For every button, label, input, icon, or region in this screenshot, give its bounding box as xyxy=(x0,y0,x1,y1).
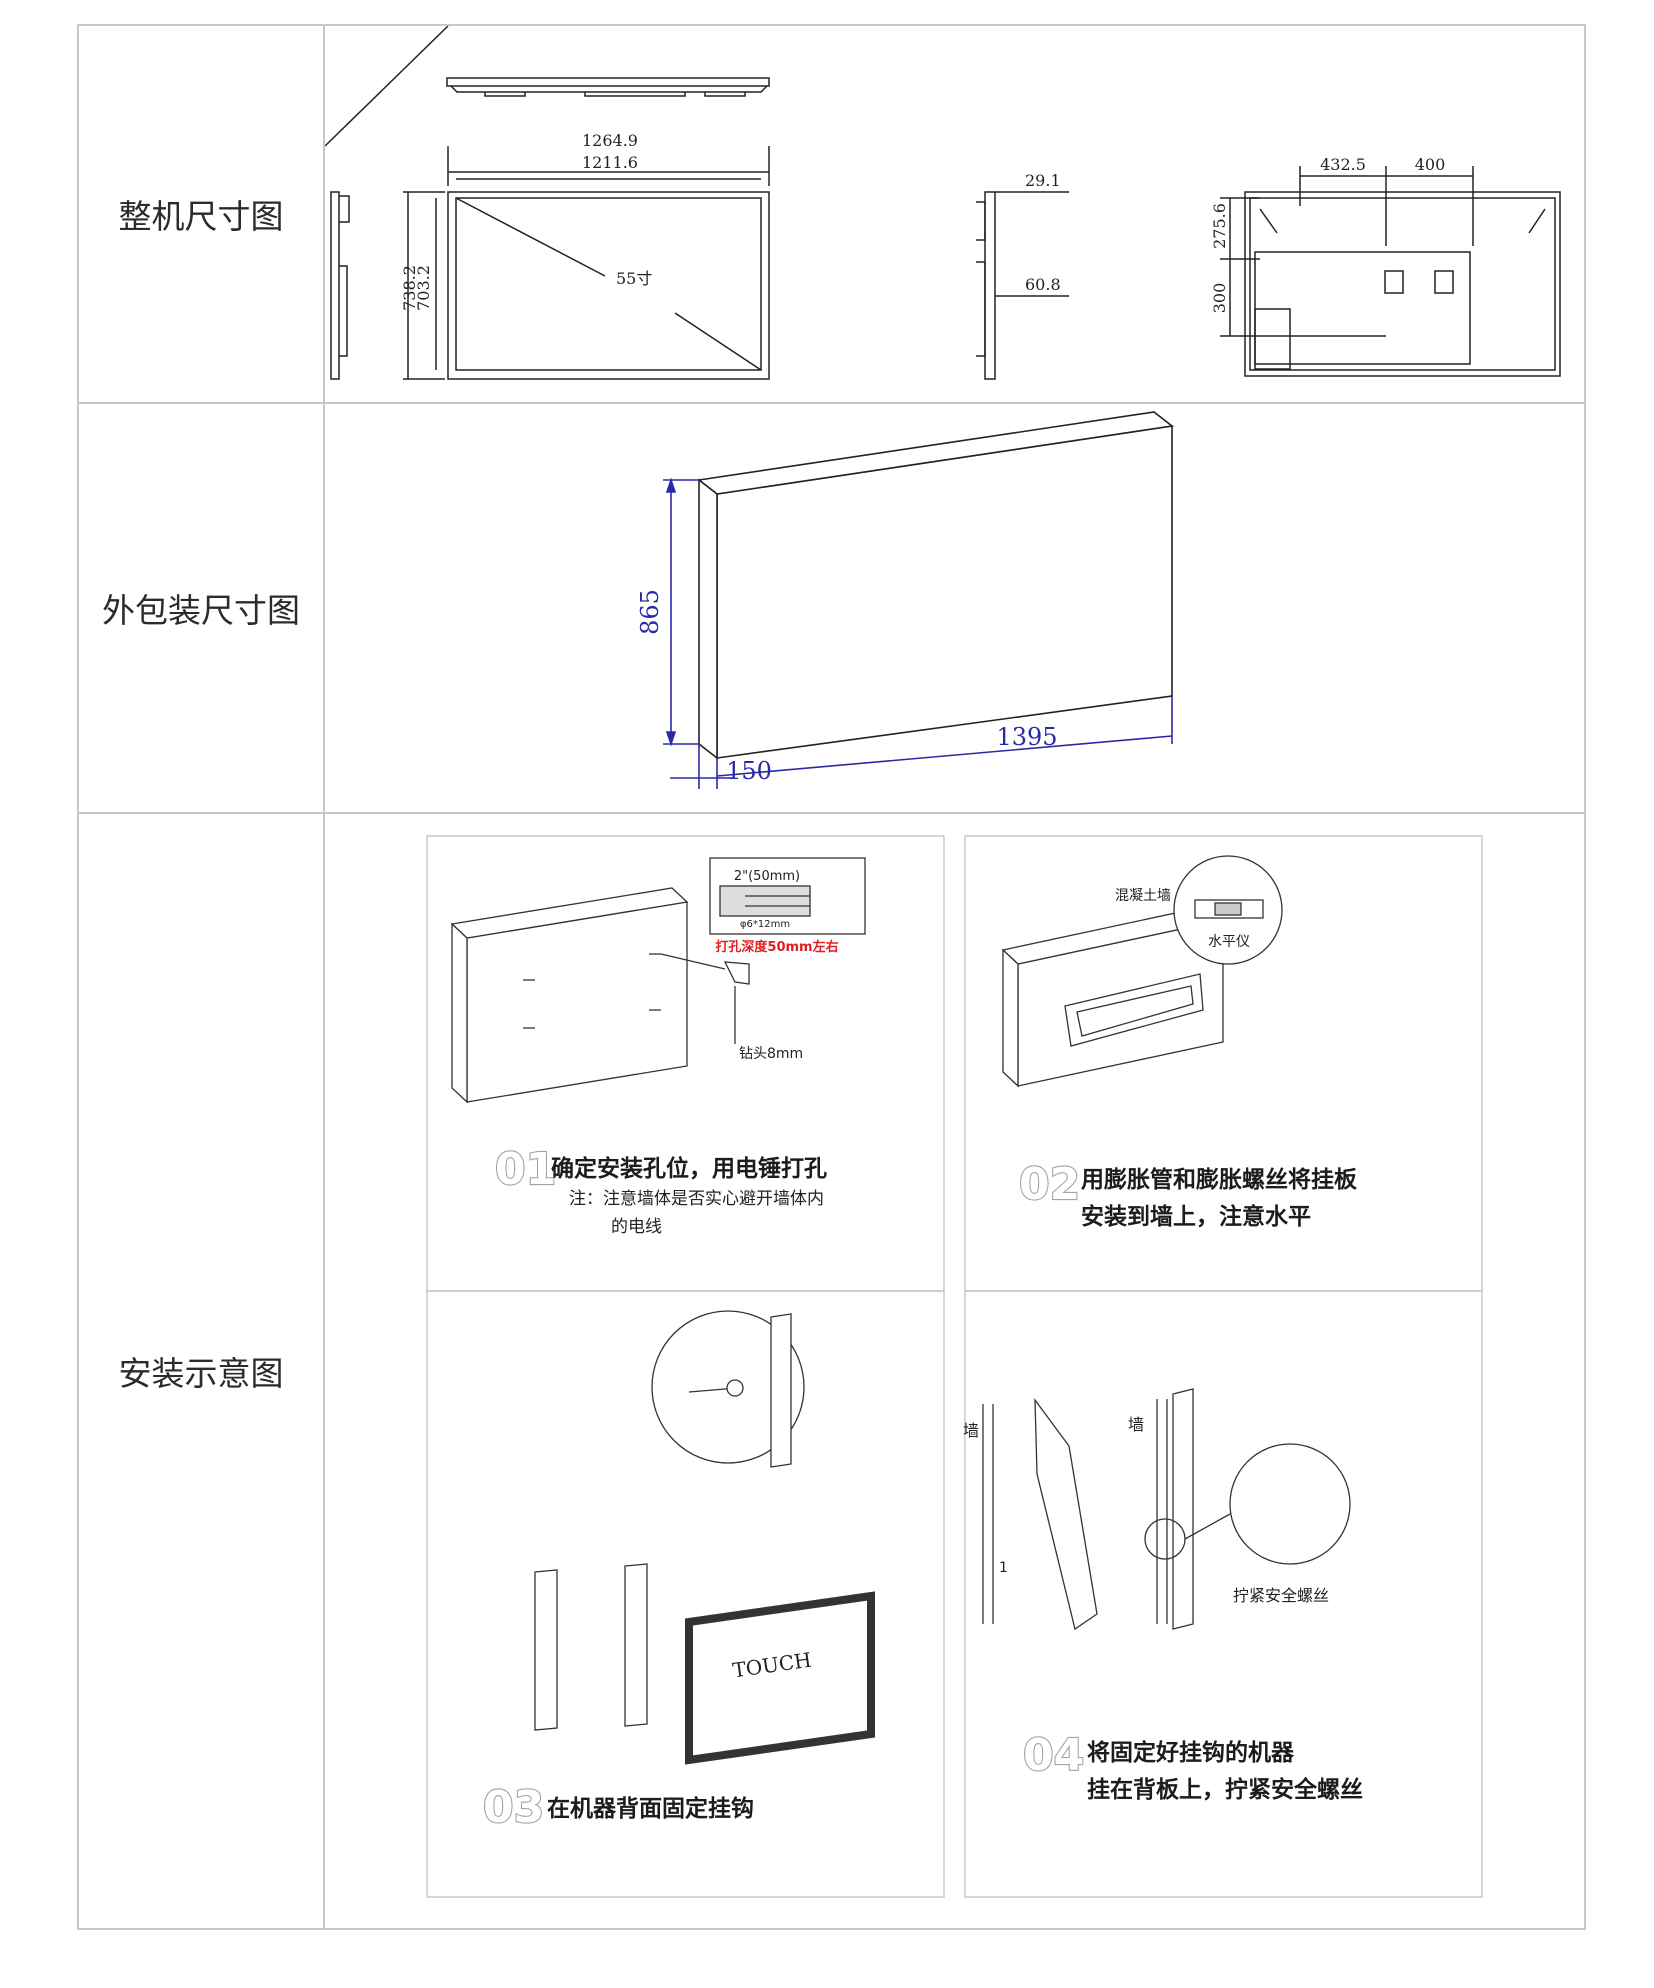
install-steps-diagram: 2"(50mm) φ6*12mm 打孔深度50mm左右 钻头8mm 01 确定安… xyxy=(426,835,1483,1898)
step4-title-line1: 将固定好挂钩的机器 xyxy=(1087,1739,1295,1766)
spec-table: 整机尺寸图 xyxy=(77,24,1586,1930)
step4-title-line2: 挂在背板上，拧紧安全螺丝 xyxy=(1087,1776,1363,1803)
depth-top-label: 29.1 xyxy=(1025,171,1061,190)
row-install: 安装示意图 xyxy=(77,812,1586,1930)
package-height-label: 865 xyxy=(636,589,664,635)
step1-note-line1: 注：注意墙体是否实心避开墙体内 xyxy=(569,1189,824,1209)
install-diagram-cell: 2"(50mm) φ6*12mm 打孔深度50mm左右 钻头8mm 01 确定安… xyxy=(323,812,1586,1930)
dimension-drawing-cell: 1264.9 1211.6 738.2 703.2 55寸 29.1 60.8 … xyxy=(323,24,1586,404)
rear-spacing-x-label: 400 xyxy=(1415,155,1446,174)
row-label-package: 外包装尺寸图 xyxy=(77,402,325,814)
depth-bottom-label: 60.8 xyxy=(1025,275,1061,294)
row-label-install: 安装示意图 xyxy=(77,812,325,1930)
step4-wall-right: 墙 xyxy=(1128,1415,1144,1434)
step2-wall-label: 混凝土墙 xyxy=(1115,888,1171,904)
overall-width-label: 1264.9 xyxy=(582,131,638,150)
step3-title: 在机器背面固定挂钩 xyxy=(547,1795,754,1822)
rear-offset-y-label: 275.6 xyxy=(1210,203,1229,249)
rear-spacing-y-label: 300 xyxy=(1210,283,1229,314)
row-package: 外包装尺寸图 xyxy=(77,402,1586,814)
diagonal-label: 55寸 xyxy=(616,269,652,288)
step3-number: 03 xyxy=(483,1782,544,1833)
row-label-dimensions: 整机尺寸图 xyxy=(77,24,325,404)
step2-illustration xyxy=(1001,855,1283,1088)
step1-detail-size: 2"(50mm) xyxy=(734,869,800,884)
step2-level-label: 水平仪 xyxy=(1208,934,1250,950)
screen-height-label: 703.2 xyxy=(414,265,433,311)
step2-number: 02 xyxy=(1019,1159,1080,1210)
step4-wall-left: 墙 xyxy=(963,1421,979,1440)
step4-number: 04 xyxy=(1023,1730,1084,1781)
step2-title-line1: 用膨胀管和膨胀螺丝将挂板 xyxy=(1081,1166,1358,1193)
step3-illustration xyxy=(534,1310,875,1765)
step1-detail-depth: 打孔深度50mm左右 xyxy=(715,939,838,955)
dimension-drawing: 1264.9 1211.6 738.2 703.2 55寸 29.1 60.8 … xyxy=(325,26,1561,380)
package-depth-label: 150 xyxy=(726,757,772,785)
screen-width-label: 1211.6 xyxy=(582,153,638,172)
package-drawing-cell: 865 1395 150 xyxy=(323,402,1586,814)
step1-number: 01 xyxy=(495,1144,556,1195)
package-width-label: 1395 xyxy=(996,723,1057,751)
step2-title-line2: 安装到墙上，注意水平 xyxy=(1081,1203,1311,1230)
step1-drill-label: 钻头8mm xyxy=(739,1046,803,1062)
step1-title: 确定安装孔位，用电锤打孔 xyxy=(551,1155,827,1182)
row-dimensions: 整机尺寸图 xyxy=(77,24,1586,404)
step4-screw-label: 拧紧安全螺丝 xyxy=(1233,1586,1329,1605)
step4-illustration xyxy=(982,1388,1351,1631)
step1-detail-hole: φ6*12mm xyxy=(740,919,790,930)
rear-offset-x-label: 432.5 xyxy=(1320,155,1366,174)
package-box-drawing: 865 1395 150 xyxy=(636,411,1174,789)
overall-height-label: 738.2 xyxy=(400,265,419,311)
step1-note-line2: 的电线 xyxy=(611,1217,662,1237)
step1-illustration xyxy=(450,857,866,1104)
step4-callout-number: 1 xyxy=(999,1560,1008,1576)
